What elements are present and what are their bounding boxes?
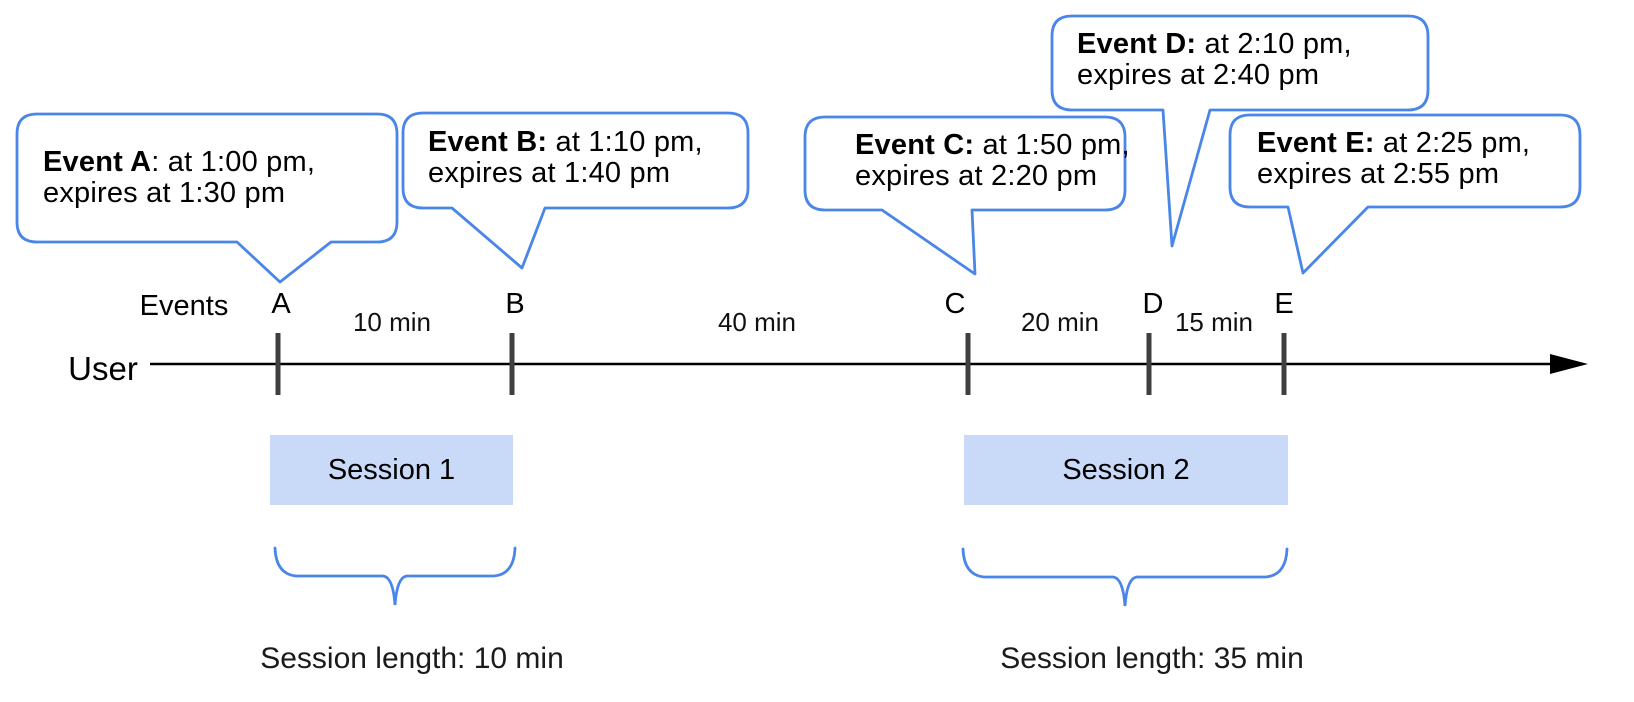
callout-text-c: Event C: at 1:50 pm, expires at 2:20 pm (855, 130, 1130, 191)
session-1-label: Session 1 (327, 453, 456, 486)
brace-session-2 (961, 547, 1289, 607)
timeline-arrowhead-icon (1550, 354, 1588, 374)
session-1-box: Session 1 (270, 435, 513, 505)
tick-label-b: B (505, 288, 525, 320)
callout-title-e: Event E: (1257, 127, 1375, 159)
callout-bubble-d (1050, 14, 1430, 248)
callout-body-a: : at 1:00 pm, expires at 1:30 pm (43, 146, 316, 209)
callout-text-d: Event D: at 2:10 pm, expires at 2:40 pm (1077, 29, 1352, 90)
callout-body-d: at 2:10 pm, expires at 2:40 pm (1077, 28, 1352, 91)
interval-label-d-e: 15 min (1174, 307, 1254, 337)
callout-body-b: at 1:10 pm, expires at 1:40 pm (428, 126, 703, 189)
interval-label-a-b: 10 min (352, 307, 432, 337)
callout-bubble-c (803, 115, 1127, 276)
callout-bubble-b (401, 111, 750, 270)
tick-label-a: A (271, 288, 291, 320)
session-1-length-label: Session length: 10 min (260, 642, 564, 675)
callout-title-c: Event C: (855, 129, 975, 161)
callout-title-b: Event B: (428, 126, 548, 158)
events-axis-label: Events (139, 290, 229, 322)
user-axis-label: User (68, 350, 138, 387)
callout-title-d: Event D: (1077, 28, 1197, 60)
session-2-length-label: Session length: 35 min (1000, 642, 1304, 675)
callout-title-a: Event A (43, 146, 152, 178)
session-2-label: Session 2 (1062, 453, 1190, 486)
callout-bubble-e (1228, 113, 1582, 275)
callout-text-a: Event A: at 1:00 pm, expires at 1:30 pm (43, 147, 315, 208)
callout-text-e: Event E: at 2:25 pm, expires at 2:55 pm (1257, 128, 1530, 189)
callout-body-c: at 1:50 pm, expires at 2:20 pm (855, 129, 1130, 192)
tick-label-c: C (944, 288, 966, 320)
interval-label-c-d: 20 min (1020, 307, 1100, 337)
interval-label-b-c: 40 min (717, 307, 797, 337)
brace-session-1 (273, 546, 517, 606)
callout-bubble-a (15, 112, 399, 284)
callout-body-e: at 2:25 pm, expires at 2:55 pm (1257, 127, 1531, 190)
tick-label-d: D (1142, 288, 1164, 320)
session-2-box: Session 2 (964, 435, 1288, 505)
tick-label-e: E (1274, 288, 1294, 320)
callout-text-b: Event B: at 1:10 pm, expires at 1:40 pm (428, 127, 703, 188)
